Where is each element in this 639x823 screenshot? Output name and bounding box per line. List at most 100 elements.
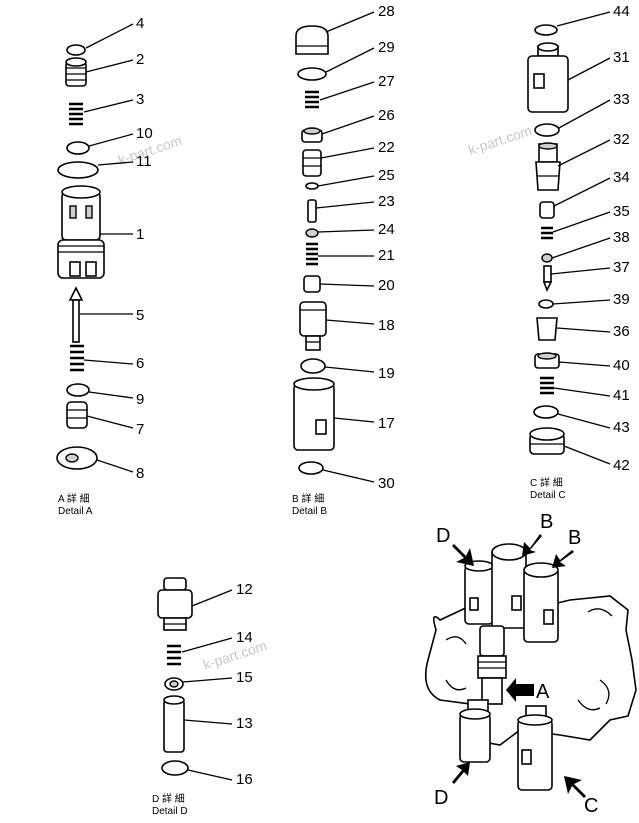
detail-c-group: 44 31 33 32 34 35 38 37 39 36 40 41 43 4… — [527, 3, 630, 501]
arrow-d-top — [452, 544, 474, 566]
part-37-pin — [542, 265, 553, 292]
callout-17: 17 — [378, 415, 395, 432]
part-27-spring — [305, 90, 319, 109]
part-2-spring-seat — [65, 57, 87, 87]
assembly-view: D B B A D C — [424, 511, 637, 817]
housing-contour — [445, 608, 613, 711]
part-39-ring — [538, 299, 554, 309]
part-15-seat — [164, 677, 184, 691]
callout-31: 31 — [613, 49, 630, 66]
part-14-spring — [167, 644, 181, 666]
callout-7: 7 — [136, 421, 144, 438]
part-43-oring — [533, 405, 559, 419]
callout-37: 37 — [613, 259, 630, 276]
callout-24: 24 — [378, 221, 395, 238]
detail-d-caption: Detail D — [152, 806, 188, 817]
callout-20: 20 — [378, 277, 395, 294]
callout-41: 41 — [613, 387, 630, 404]
assembly-label-a: A — [536, 681, 550, 703]
part-7-seat — [66, 401, 88, 429]
assembly-valve-a — [477, 625, 507, 705]
watermark: k-part.com — [201, 637, 269, 673]
part-35-spring — [541, 226, 553, 240]
watermark: k-part.com — [466, 122, 534, 158]
part-6-spring — [70, 344, 84, 372]
callout-6: 6 — [136, 355, 144, 372]
detail-b-caption: Detail B — [292, 506, 327, 517]
part-16-oring — [161, 760, 189, 776]
callout-2: 2 — [136, 51, 144, 68]
callout-3: 3 — [136, 91, 144, 108]
part-40-nut — [534, 352, 560, 369]
detail-b-caption-jp: B 詳 細 — [292, 492, 324, 505]
callout-13: 13 — [236, 715, 253, 732]
part-21-spring — [306, 242, 318, 266]
callout-44: 44 — [613, 3, 630, 20]
callout-29: 29 — [378, 39, 395, 56]
callout-39: 39 — [613, 291, 630, 308]
part-10-oring — [66, 141, 90, 155]
callout-34: 34 — [613, 169, 630, 186]
part-36-seat — [536, 317, 558, 341]
part-1-valve-body — [57, 185, 105, 279]
callout-5: 5 — [136, 307, 144, 324]
arrow-c — [564, 776, 586, 798]
callout-23: 23 — [378, 193, 395, 210]
callout-40: 40 — [613, 357, 630, 374]
part-33-oring — [534, 123, 560, 137]
callout-8: 8 — [136, 465, 144, 482]
callout-16: 16 — [236, 771, 253, 788]
part-29-oring — [297, 67, 327, 81]
assembly-label-c: C — [584, 795, 598, 817]
assembly-cartridge-b-1 — [491, 543, 527, 629]
part-22-piston — [302, 149, 322, 177]
callout-15: 15 — [236, 669, 253, 686]
callout-9: 9 — [136, 391, 144, 408]
part-38-ball — [541, 253, 553, 263]
part-8-plug — [56, 446, 98, 470]
callout-38: 38 — [613, 229, 630, 246]
callout-28: 28 — [378, 3, 395, 20]
arrow-d-bottom — [452, 762, 470, 784]
callout-33: 33 — [613, 91, 630, 108]
callout-35: 35 — [613, 203, 630, 220]
detail-c-caption: Detail C — [530, 490, 566, 501]
part-41-spring — [540, 376, 554, 395]
part-30-oring — [298, 461, 324, 475]
callout-4: 4 — [136, 15, 144, 32]
part-25-ring — [305, 182, 319, 190]
assembly-cartridge-c-bottom — [517, 705, 553, 791]
arrow-b-1 — [522, 534, 542, 556]
callout-26: 26 — [378, 107, 395, 124]
part-3-spring — [69, 102, 83, 126]
detail-a-caption-jp: A 詳 細 — [58, 492, 90, 505]
assembly-label-d-bottom: D — [434, 787, 448, 809]
part-5-plunger — [68, 286, 84, 343]
callout-11: 11 — [136, 153, 152, 170]
part-44-oring — [534, 24, 558, 36]
part-4-oring — [66, 44, 86, 56]
callout-42: 42 — [613, 457, 630, 474]
detail-d-caption-jp: D 詳 細 — [152, 792, 185, 805]
part-26-seat — [301, 127, 323, 143]
part-18-valve — [299, 301, 327, 351]
callout-36: 36 — [613, 323, 630, 340]
part-23-pin — [307, 199, 317, 223]
part-13-spool — [163, 695, 185, 753]
part-24-ball — [305, 228, 319, 238]
callout-14: 14 — [236, 629, 253, 646]
part-19-oring — [300, 358, 326, 374]
part-34-seat — [539, 201, 555, 219]
callout-43: 43 — [613, 419, 630, 436]
detail-d-group: 12 14 15 13 16 D 詳 細 Detail D — [152, 577, 253, 817]
detail-b-group: 28 29 27 26 22 25 23 24 21 20 18 19 17 3… — [292, 3, 395, 517]
part-17-sleeve — [293, 377, 335, 451]
assembly-cartridge-d-top — [464, 560, 494, 625]
assembly-cartridge-d-bottom — [459, 699, 491, 763]
arrow-a — [506, 678, 534, 702]
part-11-oring — [57, 161, 99, 179]
part-12-plug — [157, 577, 193, 631]
callout-32: 32 — [613, 131, 630, 148]
